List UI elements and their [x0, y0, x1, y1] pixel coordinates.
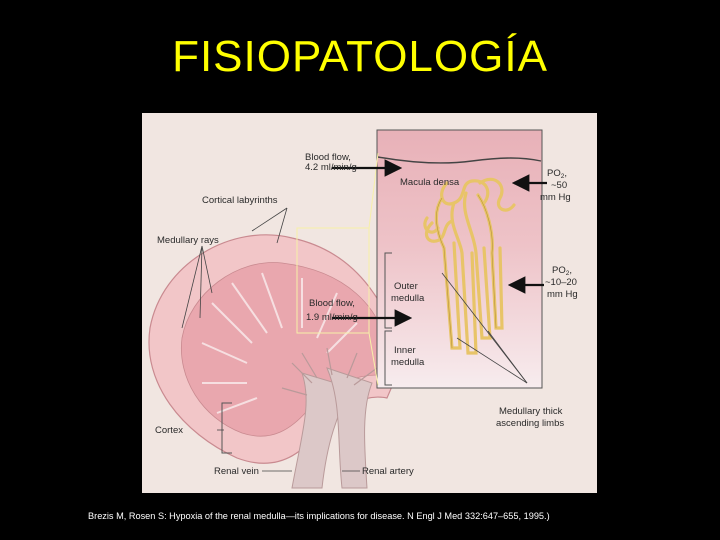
kidney-diagram: Blood flow, 4.2 ml/min/g Cortical labyri… [142, 113, 597, 493]
label-blood-flow-cortex-1: Blood flow, [305, 152, 351, 163]
label-po2-top-unit: mm Hg [540, 192, 571, 203]
label-po2-top: PO2, [547, 168, 567, 180]
label-blood-flow-medulla-2: 1.9 ml/min/g [306, 312, 358, 323]
label-outer-medulla-2: medulla [391, 293, 425, 304]
label-blood-flow-medulla-1: Blood flow, [309, 298, 355, 309]
label-cortex: Cortex [155, 425, 183, 436]
label-blood-flow-cortex-2: 4.2 ml/min/g [305, 162, 357, 173]
label-outer-medulla-1: Outer [394, 281, 418, 292]
label-renal-vein: Renal vein [214, 466, 259, 477]
slide-title: FISIOPATOLOGÍA [172, 32, 548, 81]
label-renal-artery: Renal artery [362, 466, 414, 477]
label-medullary-rays: Medullary rays [157, 235, 219, 246]
citation: Brezis M, Rosen S: Hypoxia of the renal … [88, 511, 550, 521]
label-cortical-labyrinths: Cortical labyrinths [202, 195, 278, 206]
label-medullary-thick-2: ascending limbs [496, 418, 564, 429]
label-po2-bottom-value: ~10–20 [545, 277, 577, 288]
label-inner-medulla-2: medulla [391, 357, 425, 368]
label-po2-bottom-unit: mm Hg [547, 289, 578, 300]
label-inner-medulla-1: Inner [394, 345, 416, 356]
label-po2-top-value: ~50 [551, 180, 567, 191]
label-macula-densa: Macula densa [400, 177, 460, 188]
inset-cortex-surface [377, 156, 542, 164]
renal-vessels [291, 367, 373, 489]
label-po2-bottom: PO2, [552, 265, 572, 277]
label-medullary-thick-1: Medullary thick [499, 406, 563, 417]
medullary-rays [201, 272, 358, 414]
